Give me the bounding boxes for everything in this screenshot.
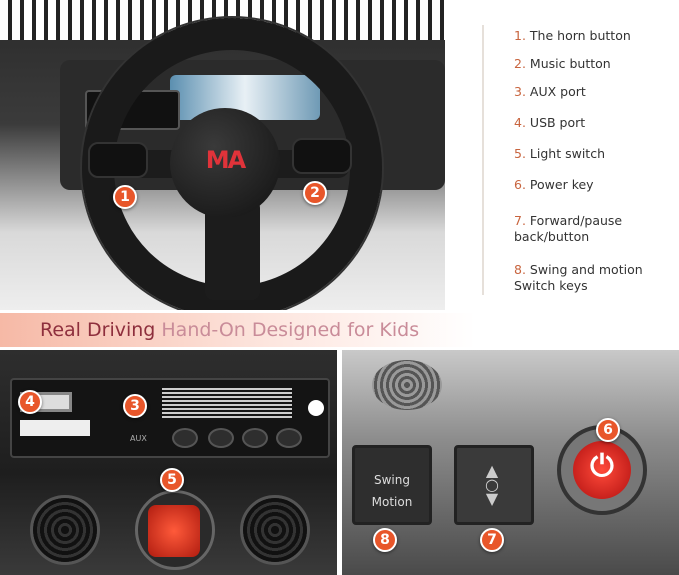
feature-item: 7. Forward/pause back/button [514, 213, 623, 244]
feature-item: 6. Power key [514, 177, 594, 192]
media-button [242, 428, 268, 448]
feature-item: 4. USB port [514, 115, 586, 130]
direction-arrows-icon: ▲○▼ [485, 461, 499, 508]
media-button [172, 428, 198, 448]
bluetooth-icon [308, 400, 324, 416]
light-switch-rocker [148, 505, 200, 557]
marker-3: 3 [123, 394, 147, 418]
marker-7: 7 [480, 528, 504, 552]
air-vent [240, 495, 310, 565]
motion-label: Motion [371, 495, 413, 509]
power-icon: ⏻ [573, 441, 631, 499]
marker-4: 4 [18, 390, 42, 414]
air-vent [30, 495, 100, 565]
console-photo: AUX 4 3 5 [0, 350, 337, 575]
steering-wheel-photo: MA 1 2 [0, 0, 445, 310]
feature-item: 8. Swing and motion Switch keys [514, 262, 643, 293]
banner: Real Driving Hand-On Designed for Kids [0, 313, 679, 347]
marker-8: 8 [373, 528, 397, 552]
horn-button-pad [88, 142, 148, 178]
air-vent [372, 360, 442, 410]
media-button [208, 428, 234, 448]
music-button-pad [292, 138, 352, 174]
marker-6: 6 [596, 418, 620, 442]
feature-item: 2. Music button [514, 56, 611, 71]
feature-item: 1. The horn button [514, 28, 631, 43]
banner-title: Real Driving Hand-On Designed for Kids [40, 319, 420, 341]
media-button [276, 428, 302, 448]
light-switch [135, 490, 215, 570]
brand-logo: MA [205, 146, 246, 174]
card-slot [20, 420, 90, 436]
media-panel: AUX [10, 378, 330, 458]
swing-motion-key: Swing Motion [352, 445, 432, 525]
aux-label: AUX [130, 434, 147, 443]
marker-5: 5 [160, 468, 184, 492]
wheel-hub: MA [170, 108, 280, 218]
feature-item: 3. AUX port [514, 84, 586, 99]
marker-2: 2 [303, 181, 327, 205]
legend-divider [482, 25, 484, 295]
forward-back-key: ▲○▼ [454, 445, 534, 525]
swing-label: Swing [374, 473, 410, 487]
feature-item: 5. Light switch [514, 146, 605, 161]
marker-1: 1 [113, 185, 137, 209]
equalizer-display [162, 388, 292, 418]
switch-panel-photo: Swing Motion ▲○▼ ⏻ 6 7 8 [342, 350, 679, 575]
power-key: ⏻ [557, 425, 647, 515]
